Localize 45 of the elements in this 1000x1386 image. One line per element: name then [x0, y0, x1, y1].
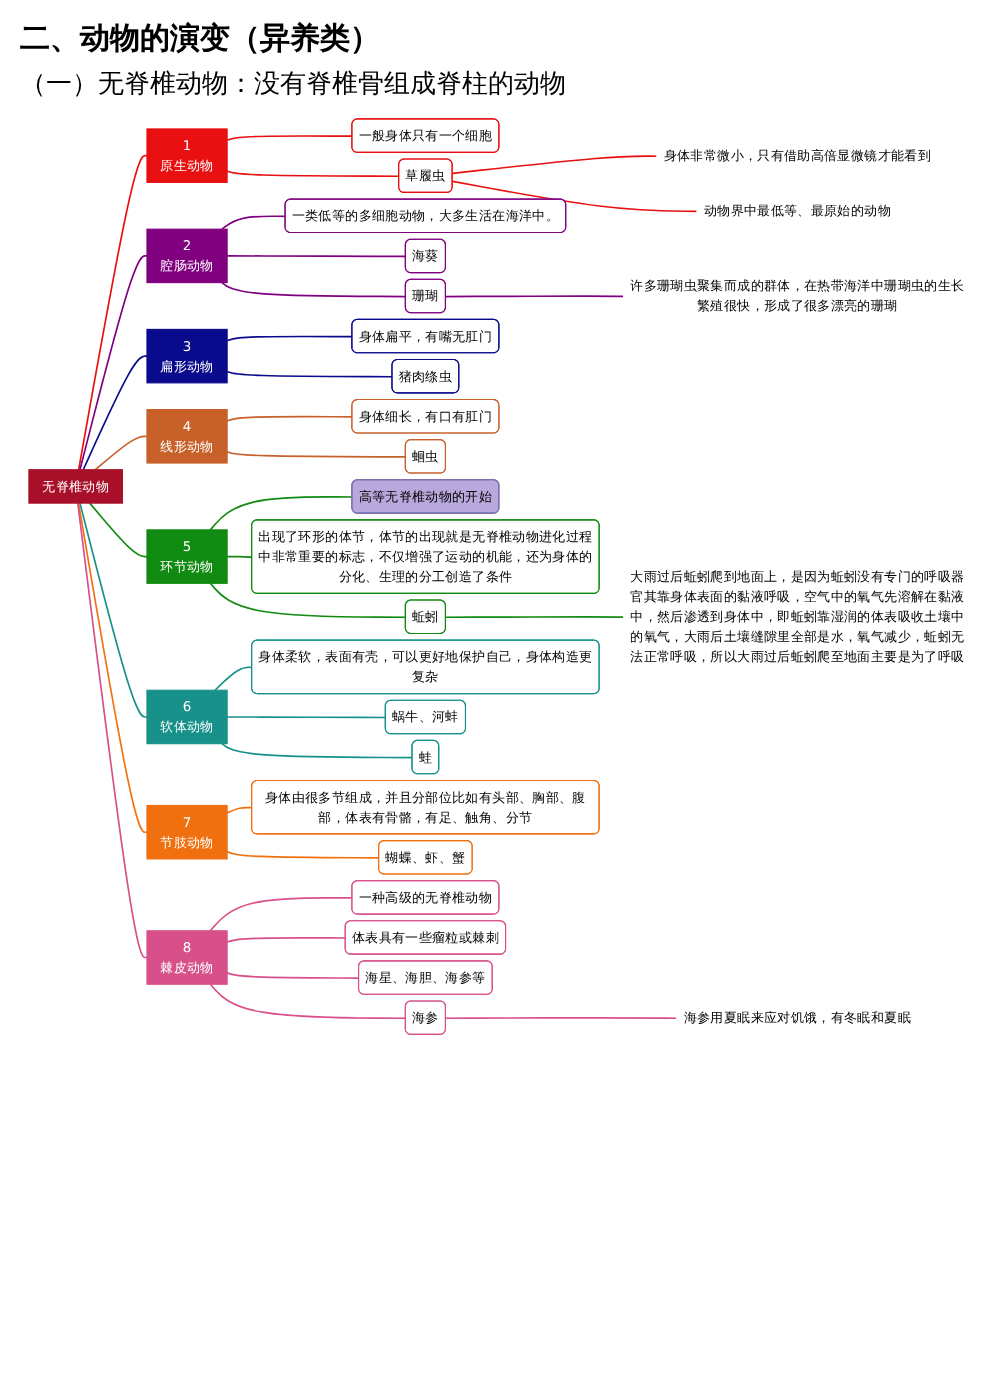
connector — [214, 666, 254, 692]
connector — [209, 582, 407, 619]
connector — [226, 170, 401, 178]
connector — [226, 450, 407, 458]
connector — [221, 215, 287, 230]
node-box — [146, 689, 228, 745]
connector — [445, 616, 625, 619]
subtitle: （一）无脊椎动物：没有脊椎骨组成脊柱的动物 — [20, 68, 568, 102]
connector — [209, 983, 407, 1020]
connector — [226, 335, 354, 342]
node-box — [146, 128, 228, 183]
node-box — [146, 529, 228, 584]
connector — [226, 716, 387, 719]
connector — [76, 502, 148, 959]
connector — [451, 155, 659, 175]
connector — [445, 295, 625, 298]
title: 二、动物的演变（异养类） — [20, 20, 382, 58]
connector — [209, 896, 354, 932]
connector — [226, 937, 347, 943]
node-box — [146, 804, 228, 860]
node-box — [146, 409, 228, 464]
connector — [226, 415, 354, 422]
connector — [77, 502, 148, 834]
connector — [226, 972, 360, 979]
connector — [209, 496, 354, 531]
connector — [226, 135, 354, 142]
node-box — [146, 930, 228, 985]
connector — [79, 502, 148, 718]
connector — [226, 850, 380, 859]
connector — [226, 370, 394, 378]
connector — [445, 1017, 679, 1020]
node-box — [146, 228, 228, 284]
node-box — [28, 469, 123, 504]
connector — [77, 154, 148, 471]
connector — [221, 281, 407, 298]
connector — [226, 555, 254, 558]
connector — [94, 435, 148, 471]
connector — [79, 255, 148, 471]
connector — [82, 355, 148, 471]
connector — [451, 180, 699, 213]
connector — [226, 255, 407, 258]
connector — [226, 806, 254, 814]
connector — [221, 742, 414, 759]
connector — [88, 502, 148, 558]
node-box — [146, 328, 228, 384]
